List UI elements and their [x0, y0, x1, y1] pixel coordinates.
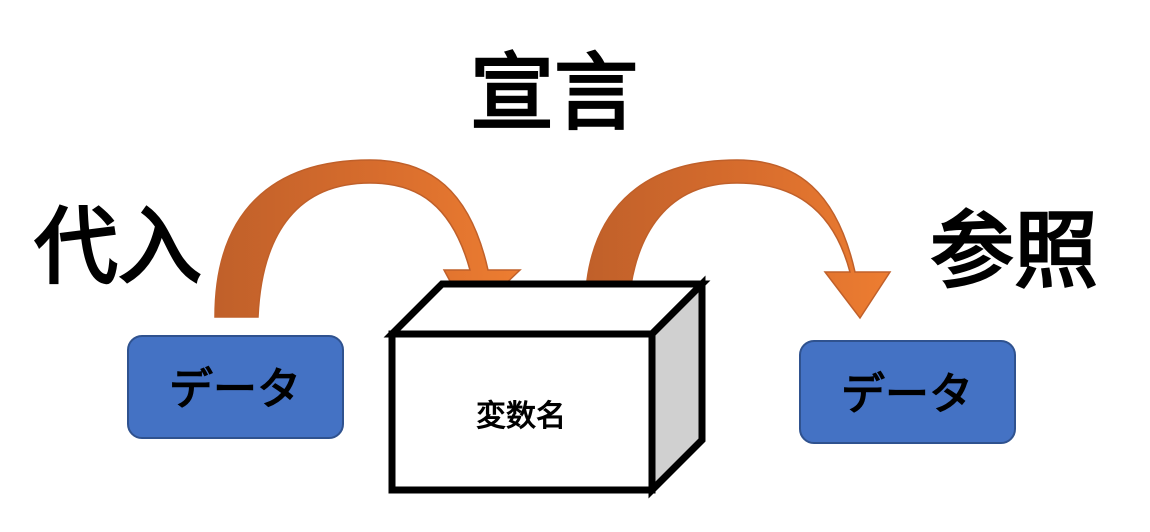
data-box-left: データ: [127, 335, 344, 439]
data-box-right-label: データ: [841, 369, 973, 420]
variable-box: 変数名: [383, 275, 711, 499]
data-box-left-label: データ: [169, 364, 301, 415]
curved-arrow-icon: [214, 159, 522, 320]
variable-name-label: 変数名: [476, 399, 566, 434]
declare-label: 宣言: [470, 44, 638, 142]
reference-label: 参照: [930, 202, 1098, 300]
data-box-right: データ: [799, 340, 1016, 444]
assign-label: 代入: [33, 198, 202, 296]
curved-arrow-icon: [584, 159, 892, 320]
